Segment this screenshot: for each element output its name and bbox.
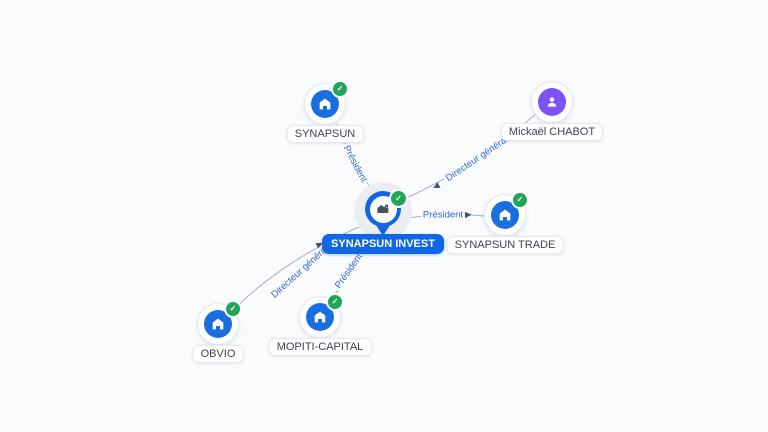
node-label[interactable]: OBVIO [192, 345, 244, 363]
person-icon [538, 88, 566, 116]
verified-check-icon: ✓ [331, 80, 349, 98]
verified-check-icon: ✓ [389, 189, 408, 208]
verified-check-icon: ✓ [511, 191, 529, 209]
node-circle[interactable]: ✓ [484, 191, 529, 236]
verified-check-icon: ✓ [326, 293, 344, 311]
node-circle[interactable]: ✓ [304, 80, 349, 125]
arrow-to-center-from-chabot [433, 182, 441, 189]
verified-check-icon: ✓ [224, 300, 242, 318]
edge-obvio-center [230, 222, 369, 313]
node-circle[interactable]: ✓ [197, 300, 242, 345]
arrow-to-trade [464, 211, 472, 219]
node-circle[interactable] [531, 81, 573, 123]
node-label[interactable]: MOPITI-CAPITAL [268, 338, 372, 356]
company-building-icon [204, 310, 232, 338]
center-node-label[interactable]: SYNAPSUN INVEST [322, 234, 444, 254]
company-building-icon [491, 201, 519, 229]
edge-label-president-trade: Président [420, 209, 466, 221]
node-circle[interactable]: ✓ [299, 293, 344, 338]
node-label[interactable]: SYNAPSUN [286, 125, 364, 143]
node-label[interactable]: Mickaël CHABOT [500, 123, 604, 141]
node-label[interactable]: SYNAPSUN TRADE [446, 236, 564, 254]
